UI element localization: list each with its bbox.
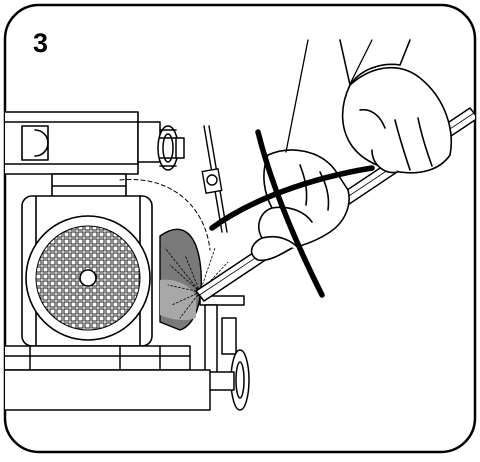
upper-hand [339, 39, 452, 174]
x-icon [209, 129, 375, 298]
grinder-base [5, 345, 211, 411]
eye-shield [201, 125, 228, 233]
arm-lines [285, 39, 373, 153]
fan-cover [25, 215, 151, 341]
motor-housing [5, 111, 139, 201]
switch-knob [137, 121, 185, 171]
step-number: 3 [33, 28, 48, 58]
tool-rest [199, 295, 250, 411]
wheel-guard-outline [119, 178, 211, 251]
